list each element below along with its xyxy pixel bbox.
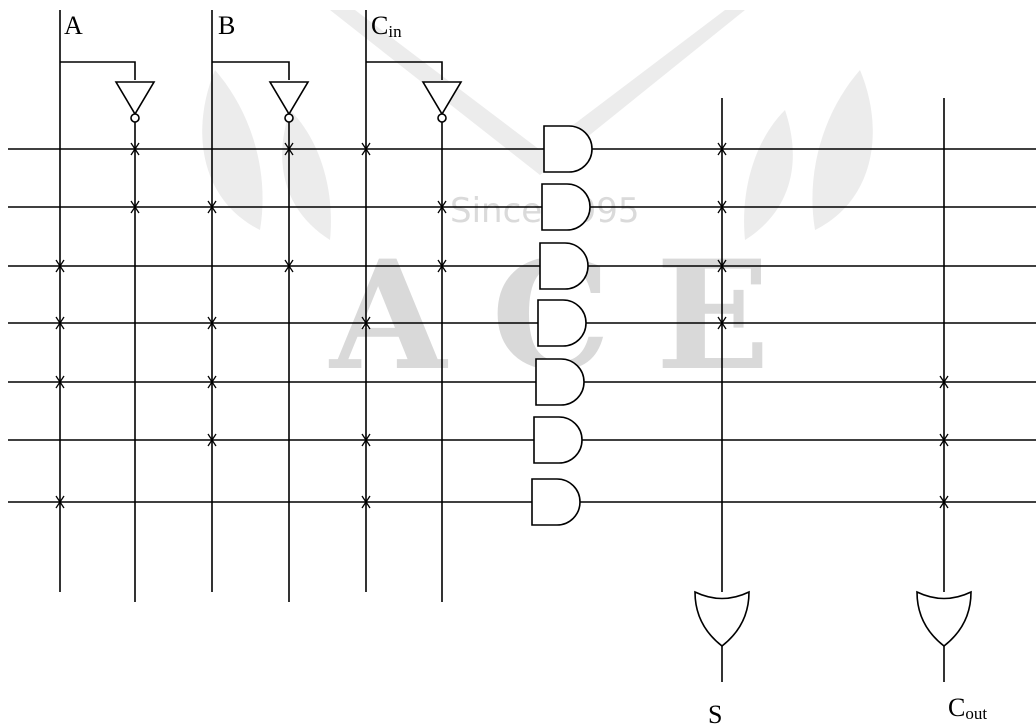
and-gate-7 xyxy=(531,478,581,526)
and-connection-4-A xyxy=(55,316,65,330)
and-connection-5-A xyxy=(55,375,65,389)
and-connection-1-Cin xyxy=(361,142,371,156)
inverter-bubble-A xyxy=(130,113,140,123)
or-gate-Cout xyxy=(916,590,972,648)
and-gate-3 xyxy=(539,242,589,290)
and-connection-7-A xyxy=(55,495,65,509)
and-connection-6-B xyxy=(207,433,217,447)
output-label-Cout: Cout xyxy=(948,693,987,723)
output-label-sub-Cout: out xyxy=(965,704,987,723)
and-gate-1 xyxy=(543,125,593,173)
and-connection-2-Cin-bar xyxy=(437,200,447,214)
or-connection-7-Cout xyxy=(939,495,949,509)
inverter-feed-A xyxy=(60,61,136,80)
and-connection-4-B xyxy=(207,316,217,330)
or-connection-3-S xyxy=(717,259,727,273)
inverter-B xyxy=(268,81,310,116)
inverter-feed-Cin xyxy=(366,61,443,80)
and-gate-5 xyxy=(535,358,585,406)
or-connection-5-Cout xyxy=(939,375,949,389)
and-gate-4 xyxy=(537,299,587,347)
gates xyxy=(114,81,972,648)
watermark-leaf-right xyxy=(812,70,873,230)
watermark-arc xyxy=(330,10,745,175)
and-gate-6 xyxy=(533,416,583,464)
inverter-bubble-Cin xyxy=(437,113,447,123)
or-connection-4-S xyxy=(717,316,727,330)
inverter-A xyxy=(114,81,156,116)
and-gate-2 xyxy=(541,183,591,231)
and-connection-5-B xyxy=(207,375,217,389)
and-connection-2-B xyxy=(207,200,217,214)
and-connection-3-A xyxy=(55,259,65,273)
watermark-leaf-left xyxy=(202,70,263,230)
or-connection-2-S xyxy=(717,200,727,214)
inverter-feed-B xyxy=(212,61,290,80)
input-label-Cin: Cin xyxy=(371,11,402,41)
inverter-Cin xyxy=(421,81,463,116)
or-connection-1-S xyxy=(717,142,727,156)
input-label-B: B xyxy=(218,11,235,40)
or-connection-6-Cout xyxy=(939,433,949,447)
wires xyxy=(8,10,1036,682)
or-gate-S xyxy=(694,590,750,648)
watermark-leaf-right-2 xyxy=(744,110,793,240)
inverter-bubble-B xyxy=(284,113,294,123)
input-label-sub-Cin: in xyxy=(388,22,402,41)
and-connection-1-A-bar xyxy=(130,142,140,156)
and-connection-2-A-bar xyxy=(130,200,140,214)
connection-marks xyxy=(55,142,949,509)
output-label-S: S xyxy=(708,700,722,726)
and-connection-3-B-bar xyxy=(284,259,294,273)
and-connection-6-Cin xyxy=(361,433,371,447)
and-connection-4-Cin xyxy=(361,316,371,330)
and-connection-1-B-bar xyxy=(284,142,294,156)
and-connection-3-Cin-bar xyxy=(437,259,447,273)
input-label-A: A xyxy=(64,11,83,40)
and-connection-7-Cin xyxy=(361,495,371,509)
